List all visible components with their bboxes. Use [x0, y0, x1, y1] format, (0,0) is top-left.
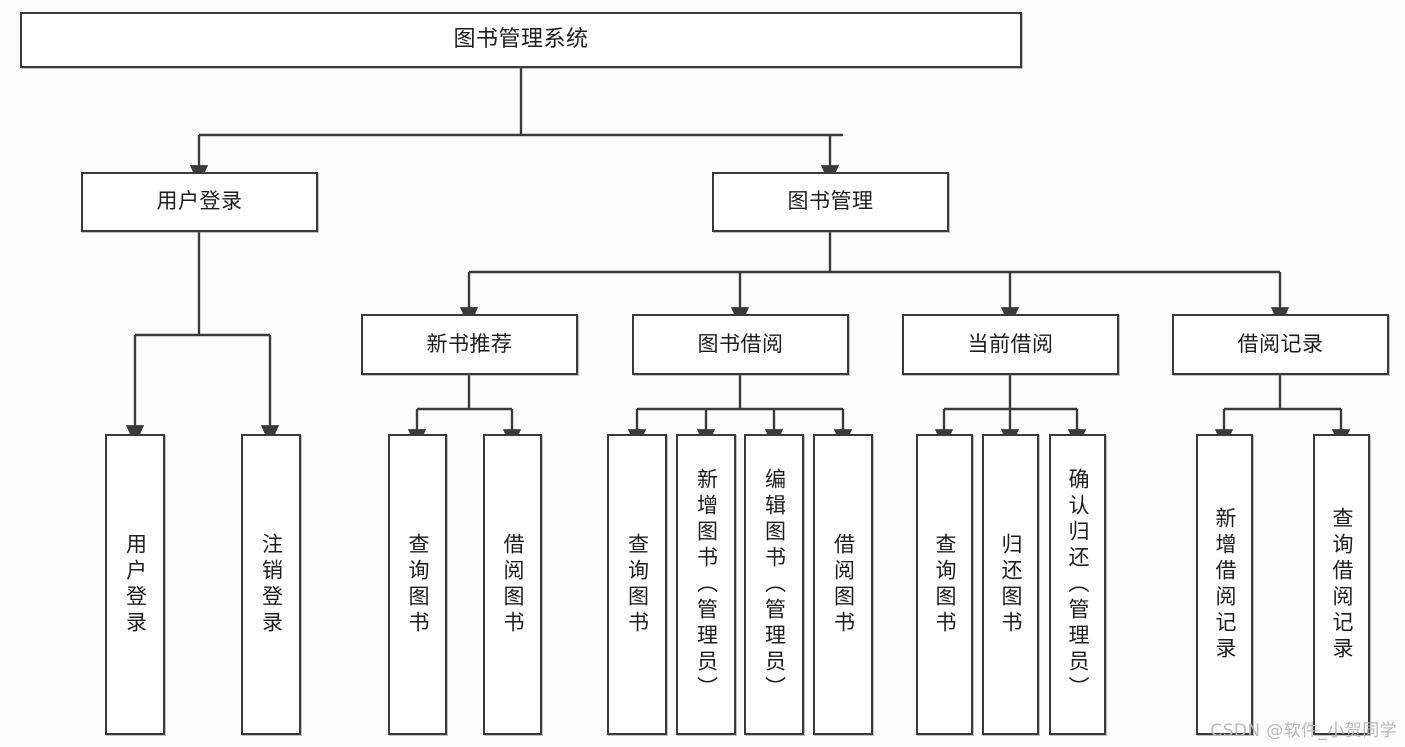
- node-leaf-query-record-label: 查询借阅记录: [1330, 506, 1354, 663]
- node-root[interactable]: 图书管理系统: [20, 12, 1022, 68]
- node-borrow-record[interactable]: 借阅记录: [1172, 314, 1389, 375]
- node-leaf-query-book-b[interactable]: 查询图书: [607, 434, 667, 735]
- node-book-manage[interactable]: 图书管理: [712, 172, 949, 232]
- node-leaf-add-record-label: 新增借阅记录: [1213, 506, 1237, 663]
- node-borrow-record-label: 借阅记录: [1237, 331, 1324, 356]
- node-leaf-query-record[interactable]: 查询借阅记录: [1313, 434, 1370, 735]
- node-leaf-confirm-return[interactable]: 确认归还（管理员）: [1049, 434, 1106, 735]
- node-leaf-add-book[interactable]: 新增图书（管理员）: [676, 434, 736, 735]
- node-book-borrow-label: 图书借阅: [697, 331, 784, 356]
- node-leaf-user-login[interactable]: 用户登录: [105, 434, 165, 735]
- node-leaf-user-login-label: 用户登录: [123, 532, 148, 637]
- node-leaf-query-book-a[interactable]: 查询图书: [388, 434, 447, 735]
- csdn-watermark: CSDN @软件_小贺同学: [1210, 721, 1397, 741]
- node-user-login[interactable]: 用户登录: [81, 172, 318, 232]
- node-current-borrow-label: 当前借阅: [967, 331, 1054, 356]
- node-leaf-return-book[interactable]: 归还图书: [982, 434, 1039, 735]
- node-leaf-borrow-book-b[interactable]: 借阅图书: [813, 434, 873, 735]
- node-leaf-query-book-a-label: 查询图书: [406, 532, 430, 637]
- node-leaf-query-book-c-label: 查询图书: [933, 532, 957, 637]
- node-leaf-add-record[interactable]: 新增借阅记录: [1196, 434, 1253, 735]
- node-user-login-label: 用户登录: [156, 189, 243, 214]
- node-book-borrow[interactable]: 图书借阅: [632, 314, 849, 375]
- node-root-label: 图书管理系统: [453, 26, 589, 52]
- node-leaf-edit-book[interactable]: 编辑图书（管理员）: [744, 434, 804, 735]
- node-leaf-borrow-book-a[interactable]: 借阅图书: [483, 434, 542, 735]
- node-book-manage-label: 图书管理: [787, 189, 874, 214]
- node-leaf-logout[interactable]: 注销登录: [241, 434, 301, 735]
- node-leaf-query-book-b-label: 查询图书: [625, 532, 650, 637]
- node-new-book-rec-label: 新书推荐: [426, 331, 513, 356]
- node-leaf-query-book-c[interactable]: 查询图书: [916, 434, 973, 735]
- node-leaf-borrow-book-a-label: 借阅图书: [501, 532, 525, 637]
- node-leaf-borrow-book-b-label: 借阅图书: [831, 532, 856, 637]
- node-new-book-rec[interactable]: 新书推荐: [361, 314, 578, 375]
- node-leaf-logout-label: 注销登录: [259, 532, 284, 637]
- node-current-borrow[interactable]: 当前借阅: [902, 314, 1119, 375]
- node-leaf-edit-book-label: 编辑图书（管理员）: [762, 467, 787, 702]
- node-leaf-confirm-return-label: 确认归还（管理员）: [1066, 467, 1090, 702]
- node-leaf-add-book-label: 新增图书（管理员）: [694, 467, 719, 702]
- node-leaf-return-book-label: 归还图书: [999, 532, 1023, 637]
